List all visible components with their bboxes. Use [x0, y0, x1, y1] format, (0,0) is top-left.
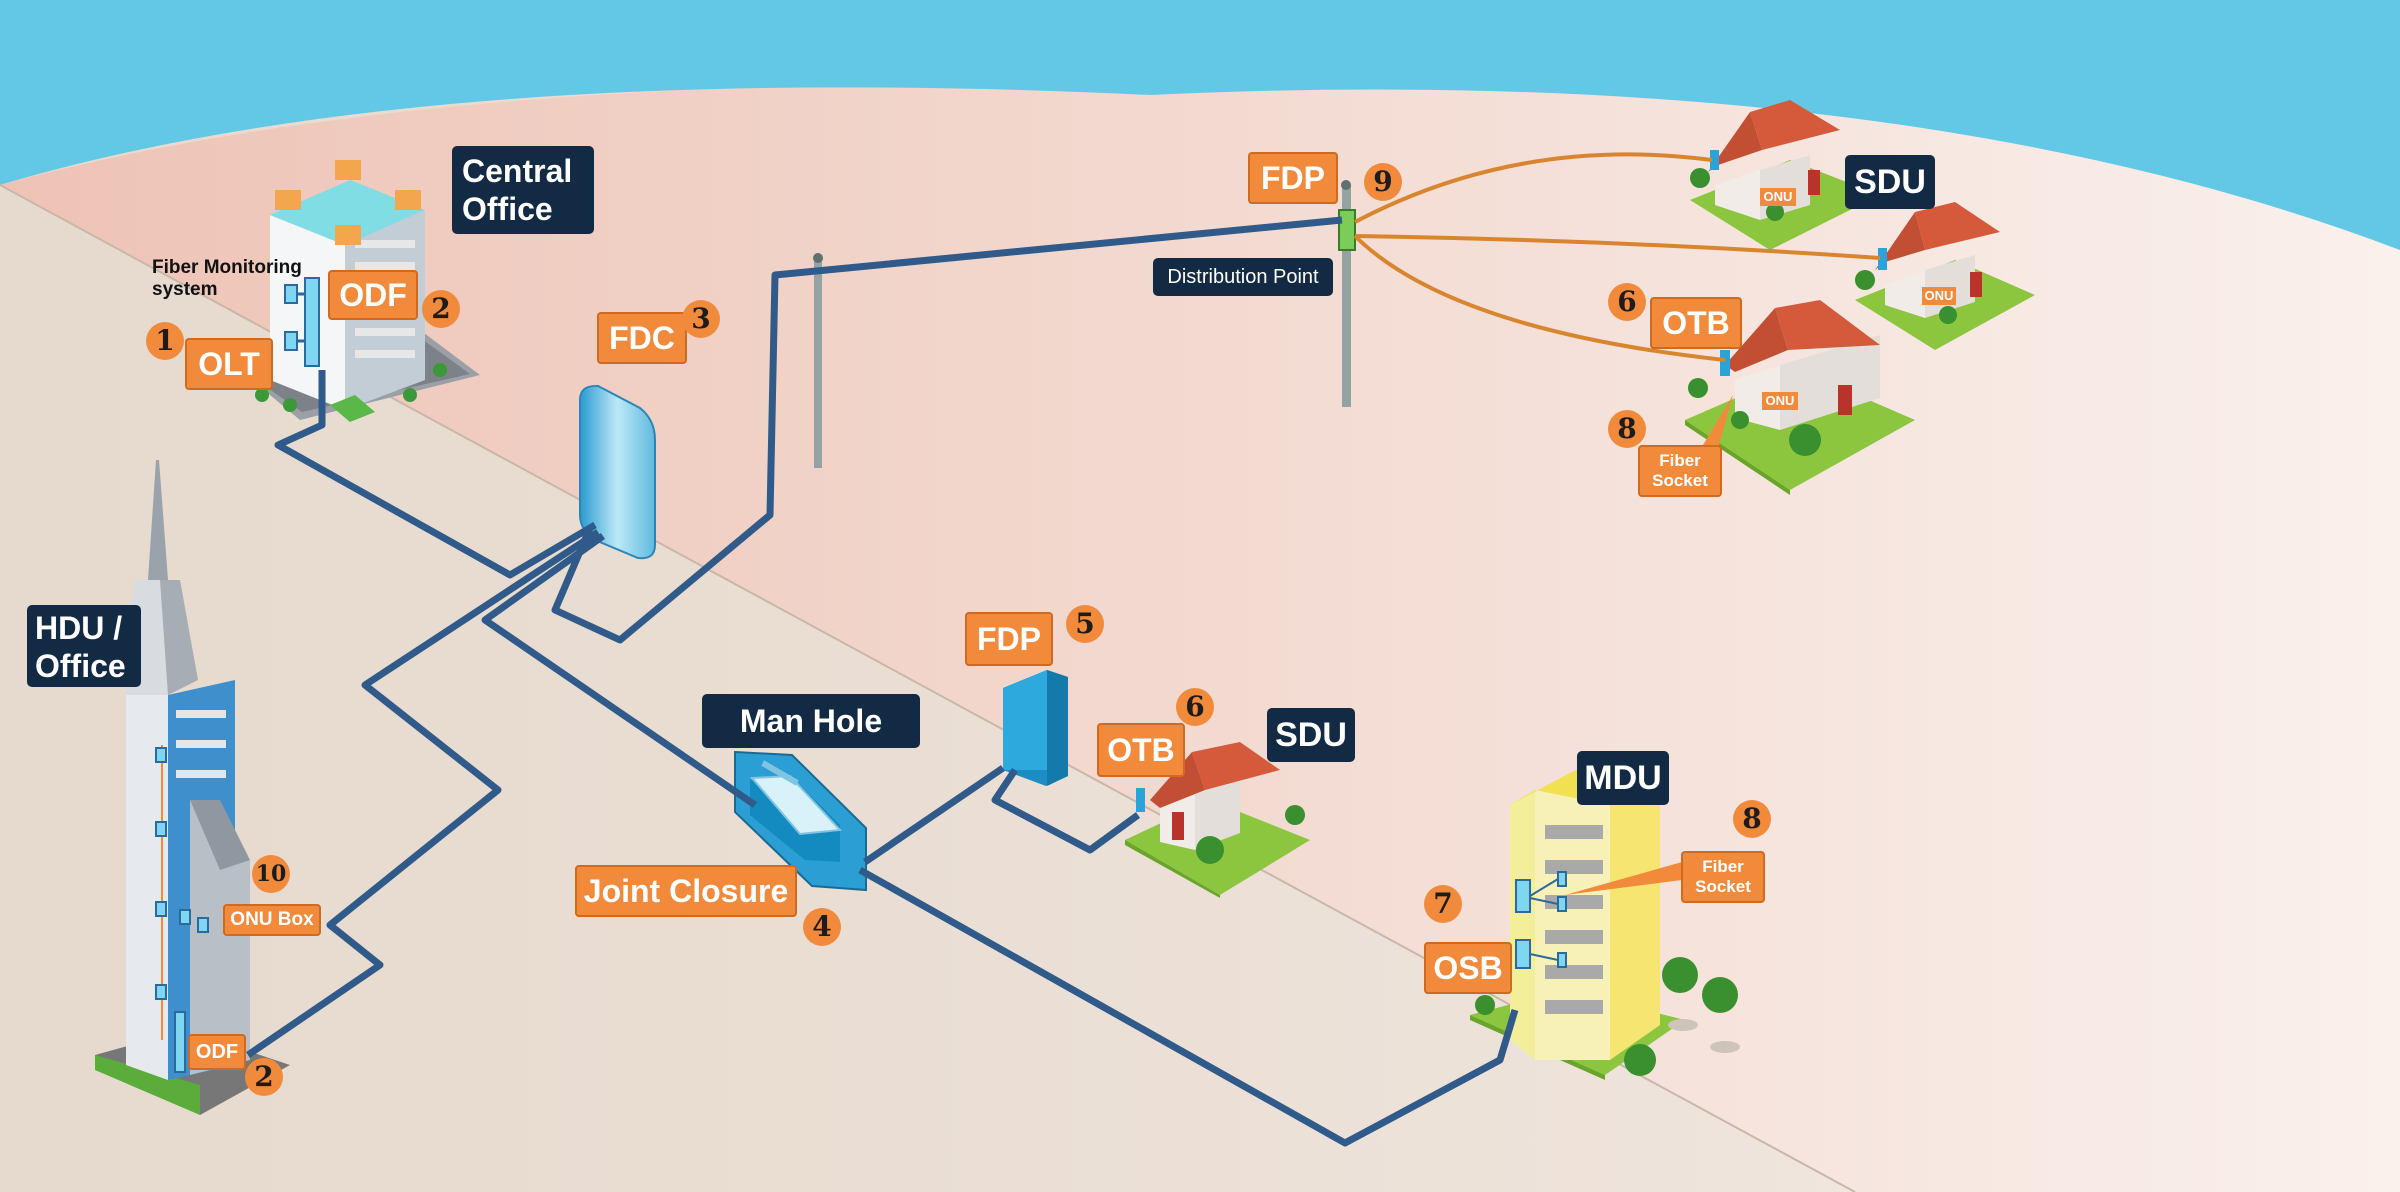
fiber-manhole-to-fdp: [863, 765, 1005, 865]
label-otb-top: OTB: [1650, 297, 1742, 349]
badge-otb-top: 6: [1608, 283, 1646, 321]
pole-left: [813, 253, 823, 468]
fdp-mid-box: [1003, 670, 1068, 786]
label-joint-closure: Joint Closure: [575, 865, 797, 917]
label-hdu-office: HDU / Office: [27, 605, 141, 687]
fiber-manhole-to-mdu: [858, 866, 1519, 1147]
label-fiber-socket-mdu: Fiber Socket: [1681, 851, 1765, 903]
label-distribution-point: Distribution Point: [1153, 258, 1333, 296]
label-onu-house-3: ONU: [1762, 392, 1798, 410]
house-top-2: [1855, 202, 2035, 350]
fiber-fdc-to-hdu: [246, 529, 600, 1058]
manhole-joint-closure: [734, 750, 867, 892]
badge-fiber-socket-top: 8: [1608, 410, 1646, 448]
badge-fdp-mid: 5: [1066, 605, 1104, 643]
label-osb: OSB: [1424, 942, 1512, 994]
badge-joint-closure: 4: [803, 908, 841, 946]
label-odf-hdu: ODF: [188, 1034, 246, 1070]
label-fiber-socket-top: Fiber Socket: [1638, 445, 1722, 497]
label-sdu-mid: SDU: [1267, 708, 1355, 762]
label-sdu-top: SDU: [1845, 155, 1935, 209]
fiber-co-to-fdc: [274, 370, 597, 579]
label-man-hole: Man Hole: [702, 694, 920, 748]
mdu-building: [1470, 765, 1740, 1080]
drop-fibers: [1353, 152, 1881, 362]
badge-odf-hdu: 2: [245, 1058, 283, 1096]
badge-fdc: 3: [682, 300, 720, 338]
label-fdp-mid: FDP: [965, 612, 1053, 666]
badge-odf-co: 2: [422, 290, 460, 328]
badge-onu-box: 10: [252, 855, 290, 893]
drop-to-house-2: [1354, 234, 1881, 260]
fiber-fdc-to-manhole: [481, 533, 757, 808]
sky: [0, 0, 2400, 250]
label-fiber-monitoring: Fiber Monitoring system: [152, 257, 302, 300]
badge-otb-mid: 6: [1176, 688, 1214, 726]
badge-fiber-socket-mdu: 8: [1733, 800, 1771, 838]
drop-to-house-1: [1354, 152, 1713, 224]
badge-fdp-pole: 9: [1364, 163, 1402, 201]
label-fdp-pole: FDP: [1248, 152, 1338, 204]
drop-to-house-3: [1353, 234, 1726, 362]
pole-fdp: [1338, 180, 1356, 407]
label-mdu: MDU: [1577, 751, 1669, 805]
fiber-socket-mdu-pointer: [1565, 862, 1682, 895]
label-onu-house-1: ONU: [1760, 188, 1796, 206]
label-otb-mid: OTB: [1097, 723, 1185, 777]
badge-osb: 7: [1424, 885, 1462, 923]
fiber-fdp-to-house: [991, 768, 1141, 854]
badge-olt: 1: [146, 322, 184, 360]
label-fdc: FDC: [597, 312, 687, 364]
label-central-office: Central Office: [452, 146, 594, 234]
house-mid: [1125, 742, 1310, 898]
feeder-fibers: [246, 216, 1519, 1147]
label-olt: OLT: [185, 338, 273, 390]
fiber-fdc-to-pole: [551, 216, 1343, 644]
label-onu-box: ONU Box: [223, 904, 321, 936]
label-odf-co: ODF: [328, 270, 418, 320]
label-onu-house-2: ONU: [1922, 287, 1956, 305]
